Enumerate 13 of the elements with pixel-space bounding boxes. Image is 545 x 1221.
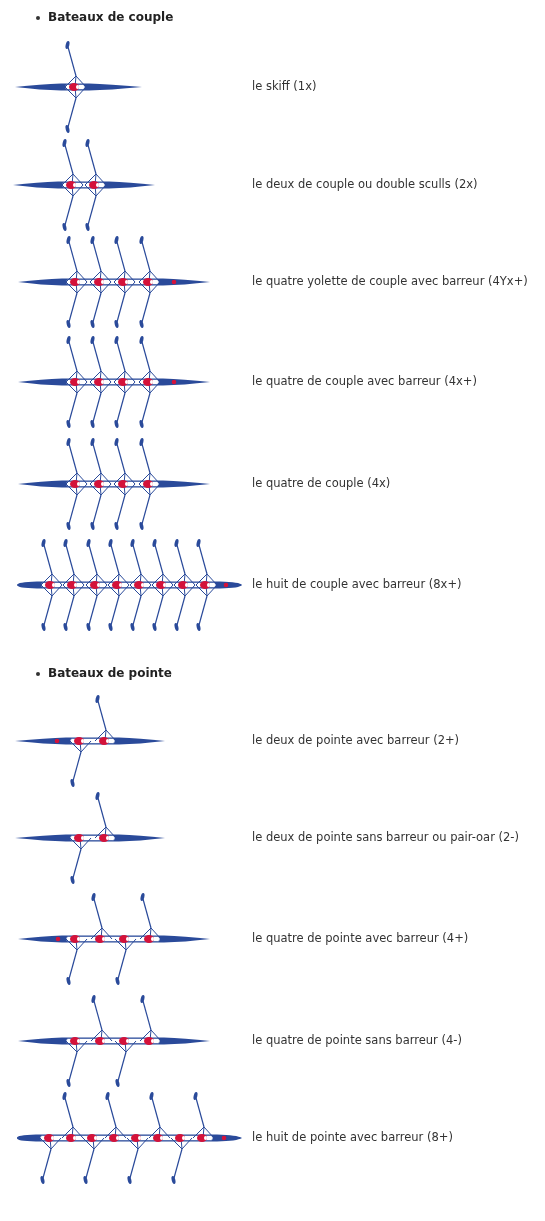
boat-name: le quatre de couple (4x) — [252, 476, 391, 490]
boat-name: le quatre de pointe avec barreur (4+) — [252, 931, 469, 945]
boat-name: le deux de couple ou double sculls (2x) — [252, 177, 478, 191]
boat-name: le skiff (1x) — [252, 79, 317, 93]
boat-name: le quatre yolette de couple avec barreur (4Yx+) — [252, 274, 528, 288]
boat-name: le deux de pointe sans barreur ou pair-oar (2-) — [252, 830, 519, 844]
boat-name: le quatre de pointe sans barreur (4-) — [252, 1033, 462, 1047]
section-heading: Bateaux de couple — [48, 10, 174, 24]
boat-name: le huit de pointe avec barreur (8+) — [252, 1130, 453, 1144]
boat-name: le huit de couple avec barreur (8x+) — [252, 577, 462, 591]
boat-name: le deux de pointe avec barreur (2+) — [252, 733, 460, 747]
boat-name: le quatre de couple avec barreur (4x+) — [252, 374, 477, 388]
section-heading: Bateaux de pointe — [48, 666, 172, 680]
